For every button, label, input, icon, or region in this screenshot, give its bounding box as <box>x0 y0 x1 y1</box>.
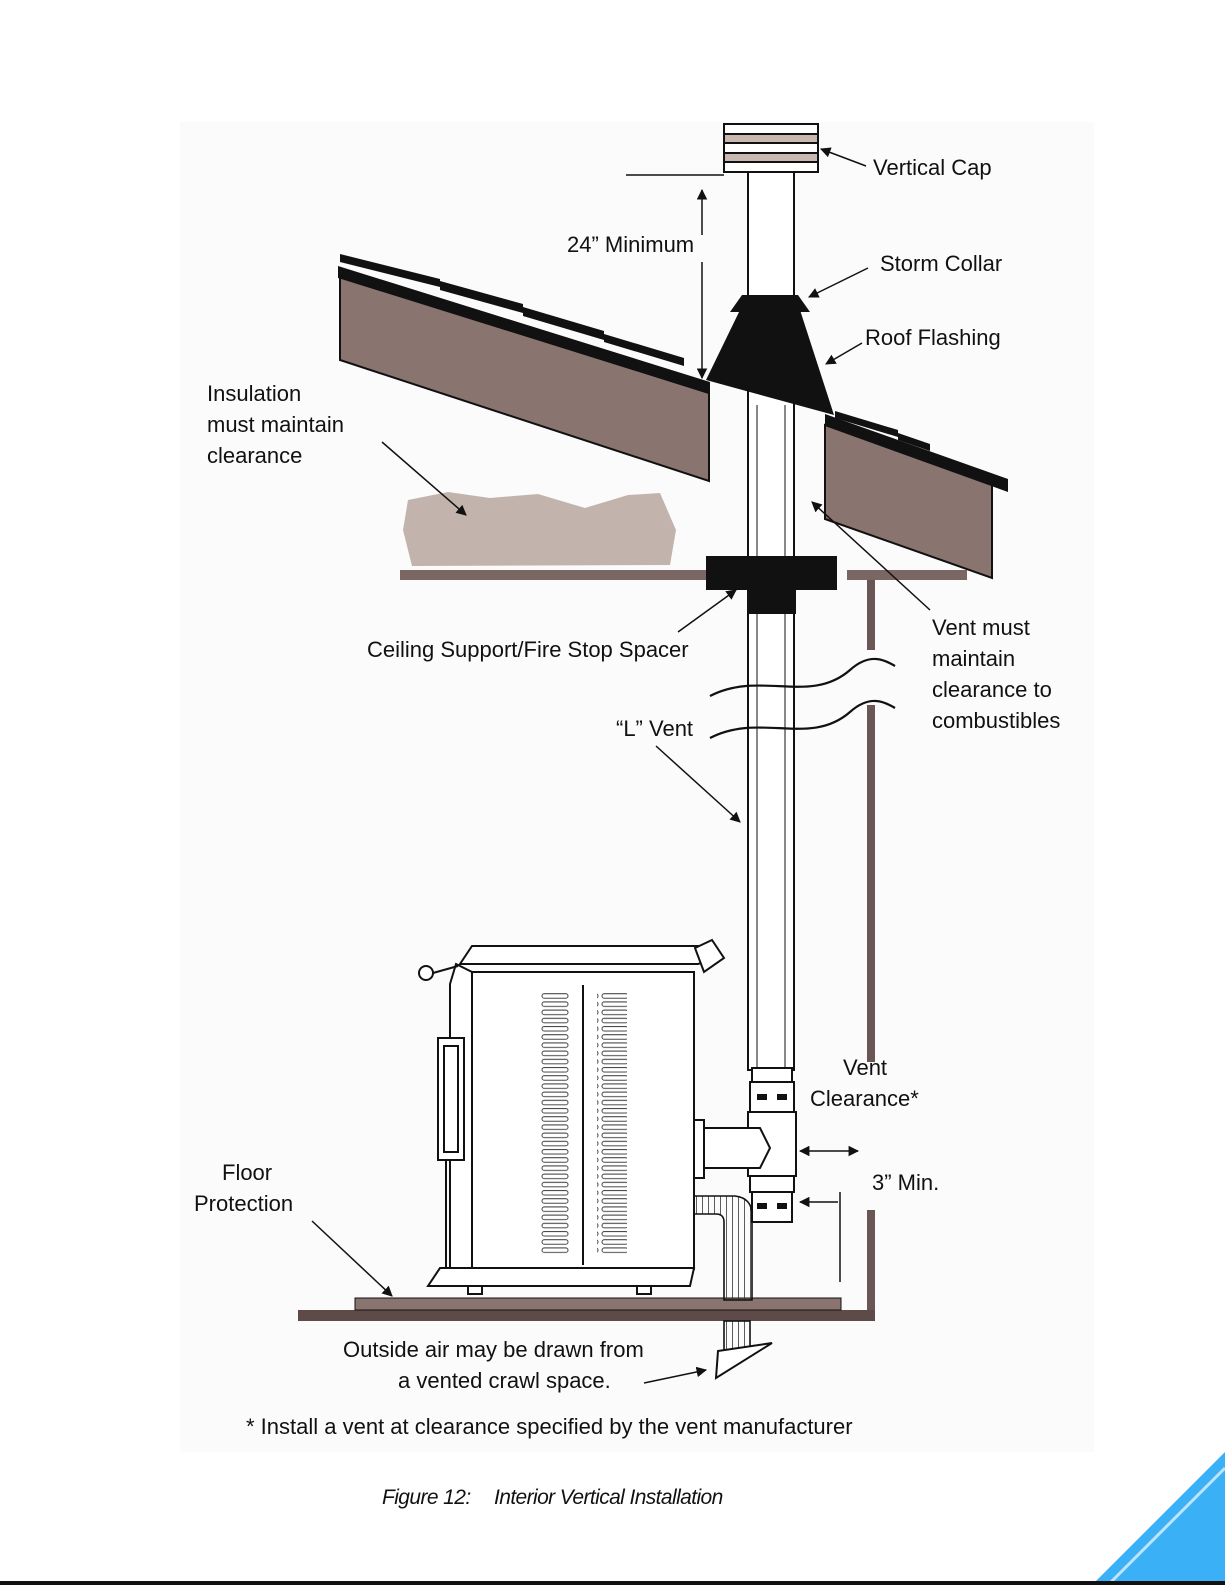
corner-page-curl <box>1092 1452 1225 1585</box>
ceiling-joist-right <box>847 570 967 580</box>
label-roof-flashing: Roof Flashing <box>865 325 1001 350</box>
ceiling-joist-left <box>400 570 706 580</box>
floor-protection-pad <box>354 1297 842 1311</box>
dimension-vent-clearance <box>798 1145 860 1282</box>
floor <box>298 1310 875 1321</box>
label-vent-must-maintain: Vent must maintain clearance to combusti… <box>932 615 1060 733</box>
label-outside-air: Outside air may be drawn from a vented c… <box>343 1337 650 1393</box>
vertical-cap <box>723 123 819 173</box>
label-ceiling-support: Ceiling Support/Fire Stop Spacer <box>367 637 689 662</box>
label-storm-collar: Storm Collar <box>880 251 1002 276</box>
pellet-stove <box>418 938 726 1295</box>
figure-number: Figure 12: <box>382 1486 471 1509</box>
ceiling-support-fire-stop <box>706 556 837 614</box>
label-3-min: 3” Min. <box>872 1170 939 1195</box>
dimension-24-minimum <box>626 174 724 380</box>
stove-louvers-left <box>541 992 571 1254</box>
footnote: * Install a vent at clearance specified … <box>246 1414 853 1439</box>
stove-louvers-right <box>597 992 627 1254</box>
roof-flashing <box>706 310 834 415</box>
leader-lines <box>311 147 931 1384</box>
outside-air-hose <box>681 1195 773 1380</box>
label-l-vent: “L” Vent <box>616 716 693 741</box>
wall <box>867 580 875 1318</box>
bottom-bar <box>0 1581 1225 1585</box>
insulation <box>403 492 676 566</box>
storm-collar <box>730 295 810 312</box>
label-vent-clearance: Vent Clearance* <box>810 1055 919 1111</box>
label-floor-protection: Floor Protection <box>194 1160 293 1216</box>
figure-title: Interior Vertical Installation <box>494 1486 723 1509</box>
vent-break-marks <box>709 657 896 739</box>
roof-left <box>338 254 710 483</box>
label-24-minimum: 24” Minimum <box>567 232 694 257</box>
label-insulation: Insulation must maintain clearance <box>207 381 350 468</box>
corner-page-curl-edge <box>1106 1466 1225 1585</box>
roof-right <box>824 411 1008 580</box>
label-vertical-cap: Vertical Cap <box>873 155 992 180</box>
